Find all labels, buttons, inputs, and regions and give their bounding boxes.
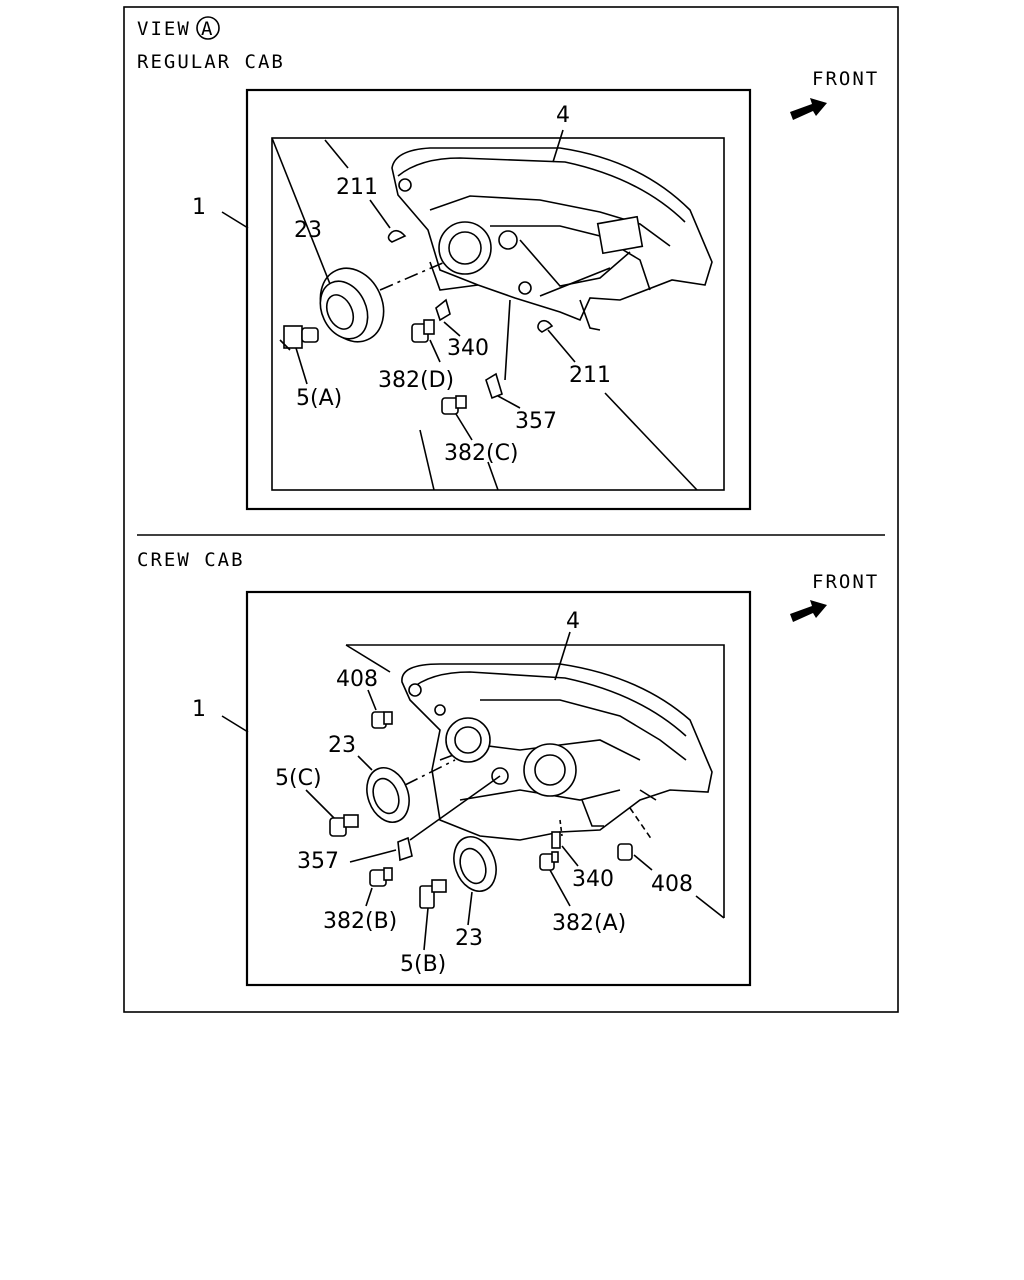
- crew-callout-23-upper: 23: [328, 733, 356, 758]
- crew-callout-357: 357: [297, 849, 339, 874]
- crew-front-arrow-icon: [790, 600, 827, 622]
- regular-socket-382c: [441, 395, 467, 415]
- crew-callout-4: 4: [566, 609, 580, 634]
- regular-callout-340: 340: [447, 336, 489, 361]
- regular-callout-4: 4: [556, 103, 570, 128]
- regular-front-arrow-icon: [790, 98, 827, 120]
- outer-frame: [123, 6, 899, 1013]
- crew-cab-title: CREW CAB: [137, 549, 245, 571]
- regular-socket-382d: [411, 319, 435, 343]
- regular-callout-357: 357: [515, 409, 557, 434]
- crew-callout-408-right: 408: [651, 872, 693, 897]
- regular-headlamp-housing: [391, 147, 713, 331]
- regular-cab-title: REGULAR CAB: [137, 51, 285, 73]
- crew-bulb-357: [397, 836, 413, 862]
- regular-callout-211-lower: 211: [569, 363, 611, 388]
- crew-socket-ring-23-upper: [366, 767, 410, 823]
- regular-bulb-357: [485, 372, 503, 400]
- crew-bulb-340: [551, 831, 561, 849]
- regular-callout-5a: 5(A): [296, 386, 342, 411]
- regular-callout-23: 23: [294, 218, 322, 243]
- regular-front-label: FRONT: [812, 68, 879, 90]
- crew-callout-382b: 382(B): [323, 909, 397, 934]
- view-circle-letter: A: [201, 18, 213, 40]
- crew-front-label: FRONT: [812, 571, 879, 593]
- crew-bulb-5b: [419, 879, 447, 909]
- crew-socket-382b: [369, 867, 393, 887]
- crew-socket-408-right: [617, 843, 633, 861]
- crew-headlamp-housing: [401, 663, 713, 841]
- crew-socket-ring-23-lower: [453, 836, 497, 892]
- regular-clip-211-upper: [387, 229, 407, 243]
- crew-callout-408-left: 408: [336, 667, 378, 692]
- crew-socket-408-left: [371, 711, 393, 729]
- regular-bulb-5a: [279, 325, 319, 351]
- regular-bulb-340: [435, 298, 451, 322]
- view-label: VIEW: [137, 18, 191, 40]
- regular-socket-ring-23: [319, 267, 385, 343]
- regular-callout-1: 1: [192, 195, 206, 220]
- crew-callout-340: 340: [572, 867, 614, 892]
- view-circle: [196, 16, 220, 40]
- regular-callout-382c: 382(C): [444, 441, 519, 466]
- crew-callout-23-lower: 23: [455, 926, 483, 951]
- crew-callout-1: 1: [192, 697, 206, 722]
- crew-outer-box: [245, 590, 752, 987]
- regular-callout-211-upper: 211: [336, 175, 378, 200]
- crew-callout-5c: 5(C): [275, 766, 322, 791]
- regular-outer-box: [245, 88, 752, 511]
- crew-callout-5b: 5(B): [400, 952, 446, 977]
- crew-bulb-5c: [329, 814, 359, 837]
- regular-callout-382d: 382(D): [378, 368, 454, 393]
- crew-inner-box: [346, 644, 725, 918]
- crew-callout-382a: 382(A): [552, 911, 626, 936]
- regular-clip-211-lower: [537, 319, 554, 333]
- crew-socket-382a: [539, 851, 559, 871]
